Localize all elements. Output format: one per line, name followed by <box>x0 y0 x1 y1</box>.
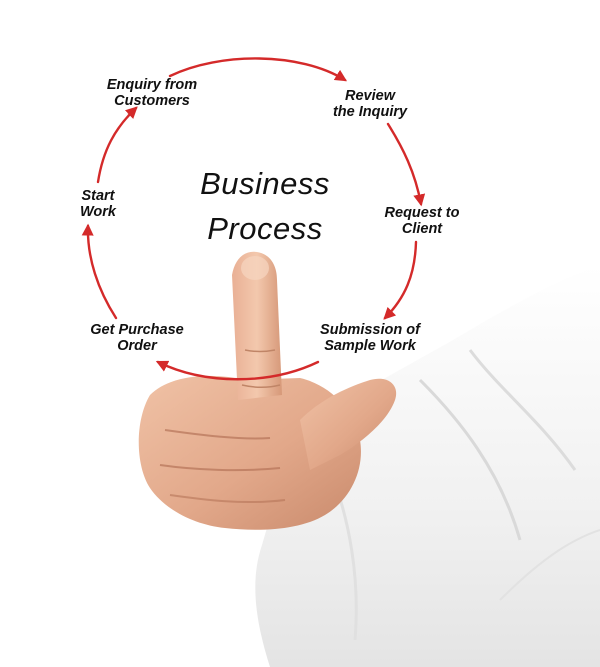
step-get-purchase-order: Get Purchase Order <box>52 322 222 354</box>
shirt-sleeve <box>255 265 600 667</box>
arrow-start-to-enquiry <box>96 106 138 184</box>
arrow-enquiry-to-review <box>168 57 348 82</box>
step-label-line: Sample Work <box>324 338 416 354</box>
step-label-line: Work <box>80 204 116 220</box>
process-cycle <box>81 57 426 381</box>
step-label-line: Customers <box>114 93 190 109</box>
step-label-line: Order <box>117 338 157 354</box>
diagram-title-line-2: Process <box>207 211 323 246</box>
step-label-line: Client <box>401 221 443 237</box>
arrow-review-to-request <box>386 122 426 207</box>
step-label-line: Review <box>345 88 395 104</box>
step-review-the-inquiry: Review the Inquiry <box>300 88 440 120</box>
step-request-to-client: Request to Client <box>352 205 492 237</box>
step-label-line: Get Purchase <box>90 322 184 338</box>
step-enquiry-from-customers: Enquiry from Customers <box>72 77 232 109</box>
step-label-line: Submission of <box>320 322 420 338</box>
step-start-work: Start Work <box>48 188 148 220</box>
hand <box>138 251 397 530</box>
arrow-submission-to-order <box>155 360 320 381</box>
arrow-order-to-start <box>81 223 118 320</box>
step-submission-of-sample-work: Submission of Sample Work <box>280 322 460 354</box>
step-label-line: Start <box>81 188 115 204</box>
diagram-title-line-1: Business <box>200 166 330 201</box>
step-label-line: the Inquiry <box>332 104 408 120</box>
arrow-request-to-submission <box>383 240 418 320</box>
step-label-line: Request to <box>384 205 460 221</box>
step-label-line: Enquiry from <box>106 77 198 93</box>
